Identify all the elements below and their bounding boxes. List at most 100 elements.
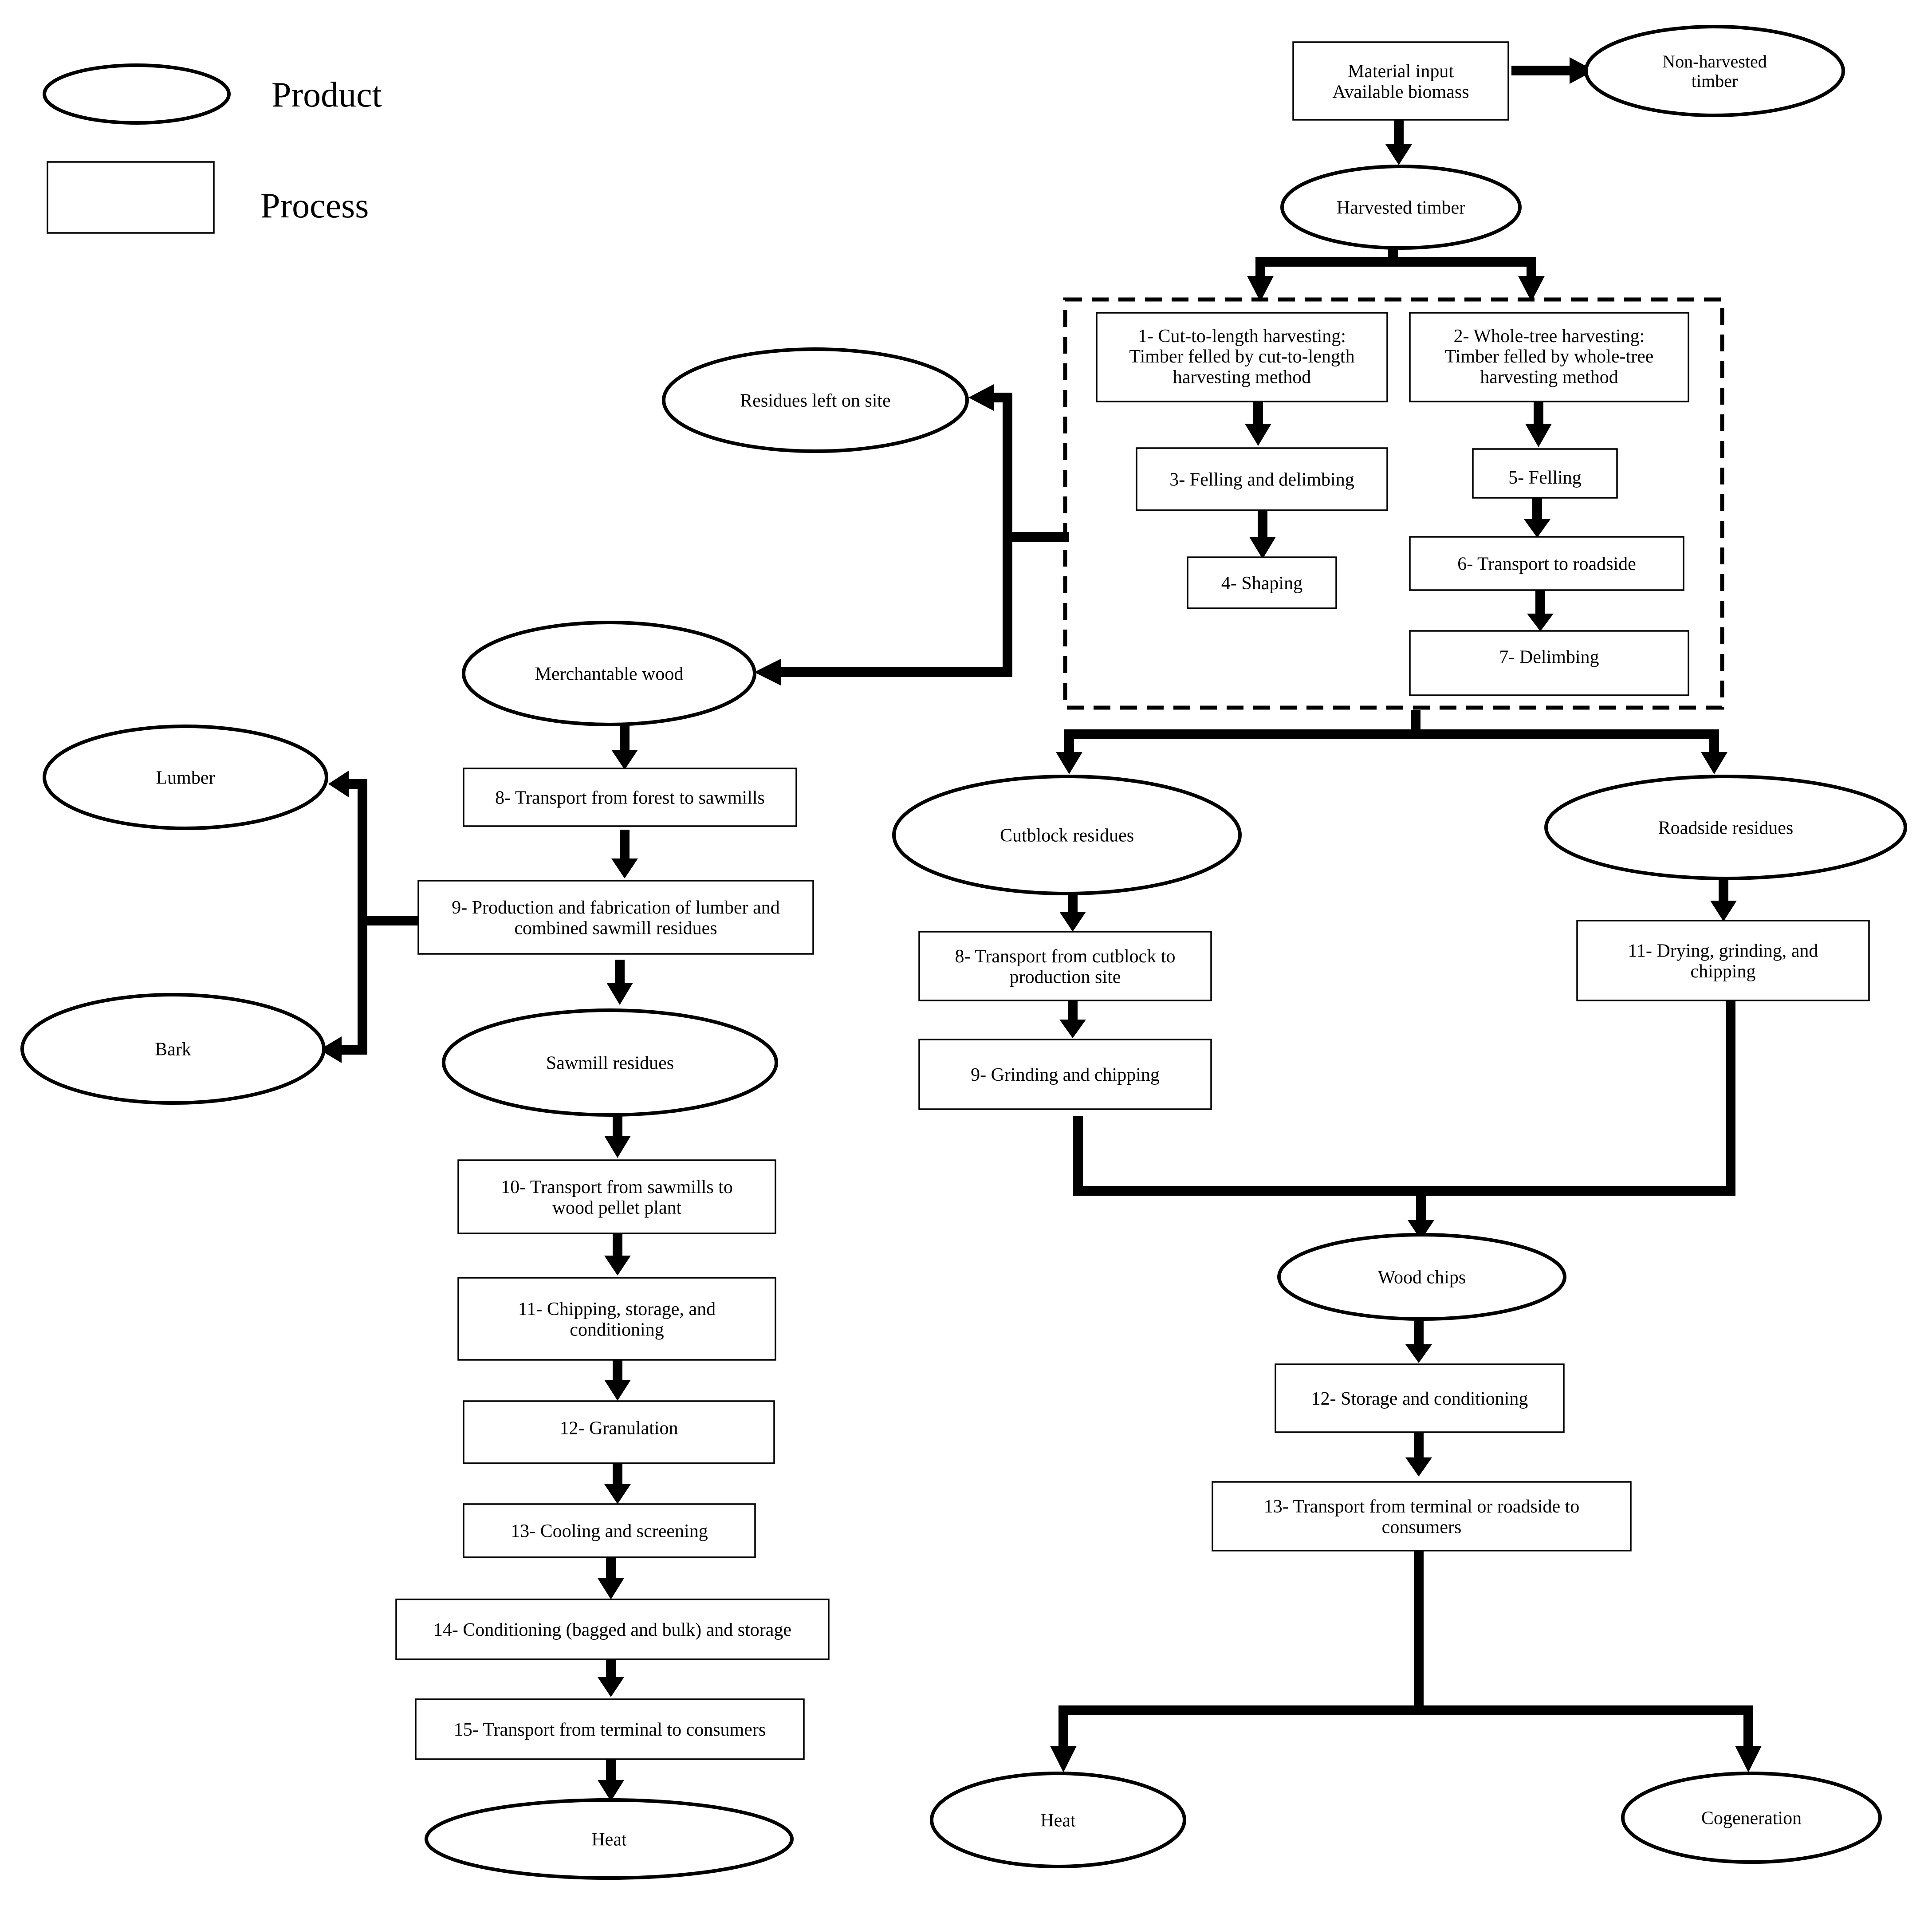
process-box <box>1409 536 1684 591</box>
node-label-line: production site <box>1010 967 1121 987</box>
node-label-line: Wood chips <box>1378 1268 1466 1288</box>
process-box <box>1136 447 1388 511</box>
node-label-line: 12- Granulation <box>559 1418 678 1439</box>
arrowhead <box>1056 752 1082 774</box>
arrowhead <box>1701 752 1727 774</box>
arrowhead <box>598 1780 624 1801</box>
arrowhead <box>1249 537 1276 559</box>
process-box <box>918 1039 1212 1110</box>
arrowhead <box>611 858 638 878</box>
node-label-line: 5- Felling <box>1508 468 1582 488</box>
product-ellipse <box>1280 165 1522 250</box>
legend-product-symbol <box>43 63 231 125</box>
node-w12-storage: 12- Storage and conditioning <box>1275 1363 1565 1433</box>
node-label-line: Roadside residues <box>1658 818 1793 839</box>
node-label-line: 4- Shaping <box>1221 573 1302 594</box>
node-p6-transport-roadside: 6- Transport to roadside <box>1409 536 1684 591</box>
process-box <box>918 931 1212 1001</box>
node-label-line: 11- Drying, grinding, and <box>1628 941 1818 961</box>
node-label-line: 12- Storage and conditioning <box>1311 1389 1528 1409</box>
node-c8-transport-cutblock: 8- Transport from cutblock toproduction … <box>918 931 1212 1001</box>
node-harvested-timber: Harvested timber <box>1280 165 1522 250</box>
process-box <box>1212 1481 1632 1552</box>
connectors <box>319 57 1762 1801</box>
node-wood-chips: Wood chips <box>1277 1233 1566 1321</box>
node-label-line: Merchantable wood <box>535 664 684 685</box>
node-label-line: Heat <box>1040 1811 1076 1831</box>
node-label-line: 6- Transport to roadside <box>1457 554 1636 575</box>
product-ellipse <box>425 1798 794 1880</box>
node-label-line: harvesting method <box>1173 367 1311 387</box>
arrowhead <box>1525 424 1552 447</box>
process-box <box>1275 1363 1565 1433</box>
product-ellipse <box>930 1772 1186 1868</box>
node-label-line: wood pellet plant <box>552 1197 682 1218</box>
arrowhead <box>1059 912 1086 932</box>
arrowhead <box>754 659 781 685</box>
node-heat-right: Heat <box>930 1772 1186 1868</box>
node-label-line: Sawmill residues <box>546 1053 674 1074</box>
process-box <box>417 880 814 955</box>
node-cogeneration: Cogeneration <box>1621 1772 1882 1864</box>
process-box <box>1096 312 1388 402</box>
legend-product-label: Product <box>272 75 382 114</box>
node-label-line: 13- Cooling and screening <box>511 1521 708 1542</box>
node-p4-shaping: 4- Shaping <box>1187 556 1337 609</box>
arrowhead <box>1527 614 1554 631</box>
arrowhead <box>611 750 638 770</box>
node-label-line: 3- Felling and delimbing <box>1169 470 1354 490</box>
node-w13-transport: 13- Transport from terminal or roadside … <box>1212 1481 1632 1552</box>
connector-box-left <box>1003 398 1069 677</box>
node-p5-felling: 5- Felling <box>1472 448 1618 499</box>
node-lumber: Lumber <box>43 725 328 830</box>
arrowhead <box>1050 1746 1077 1772</box>
node-label-line: Available biomass <box>1332 82 1469 102</box>
node-label-line: Cogeneration <box>1701 1808 1802 1829</box>
product-ellipse <box>1544 775 1907 880</box>
node-label-line: 13- Transport from terminal or roadside … <box>1264 1496 1580 1517</box>
node-c9-grinding: 9- Grinding and chipping <box>918 1039 1212 1110</box>
process-box <box>1576 920 1870 1001</box>
node-label-line: Lumber <box>156 768 215 788</box>
arrowhead <box>1570 57 1594 84</box>
node-p2-whole-tree: 2- Whole-tree harvesting:Timber felled b… <box>1409 312 1689 402</box>
arrowhead <box>1405 1344 1432 1363</box>
product-ellipse <box>20 993 326 1105</box>
process-box <box>457 1159 776 1234</box>
process-box <box>395 1599 830 1660</box>
legend: Product Process <box>43 63 382 234</box>
node-label-line: timber <box>1692 71 1738 91</box>
arrowhead <box>1059 1020 1086 1038</box>
process-box <box>1292 41 1509 121</box>
node-label-line: chipping <box>1691 961 1756 982</box>
process-box <box>463 768 797 827</box>
node-label-line: Non-harvested <box>1662 51 1767 71</box>
arrowhead <box>319 1036 342 1063</box>
connector-final-split <box>1058 1548 1753 1746</box>
process-box <box>1472 448 1618 499</box>
product-ellipse <box>462 621 756 726</box>
legend-process-label: Process <box>260 186 369 225</box>
node-l12-granulation: 12- Granulation <box>463 1400 775 1464</box>
arrowhead <box>1245 424 1271 446</box>
node-label-line: 2- Whole-tree harvesting: <box>1454 326 1645 347</box>
node-l9-production: 9- Production and fabrication of lumber … <box>417 880 814 955</box>
node-label-line: Timber felled by cut-to-length <box>1129 347 1354 367</box>
node-label-line: 9- Grinding and chipping <box>971 1065 1160 1085</box>
arrowhead <box>1385 144 1412 165</box>
node-l14-conditioning: 14- Conditioning (bagged and bulk) and s… <box>395 1599 830 1660</box>
node-label-line: Residues left on site <box>740 391 890 411</box>
node-l8-transport-sawmills: 8- Transport from forest to sawmills <box>463 768 797 827</box>
product-ellipse <box>1584 25 1845 117</box>
arrowhead <box>604 1256 631 1276</box>
node-residues-left: Residues left on site <box>662 347 969 453</box>
arrowhead <box>1405 1457 1432 1477</box>
process-box <box>1409 630 1689 696</box>
arrowhead <box>1710 901 1737 921</box>
process-box <box>1409 312 1689 402</box>
product-ellipse <box>892 775 1242 895</box>
node-label-line: Timber felled by whole-tree <box>1445 347 1654 367</box>
